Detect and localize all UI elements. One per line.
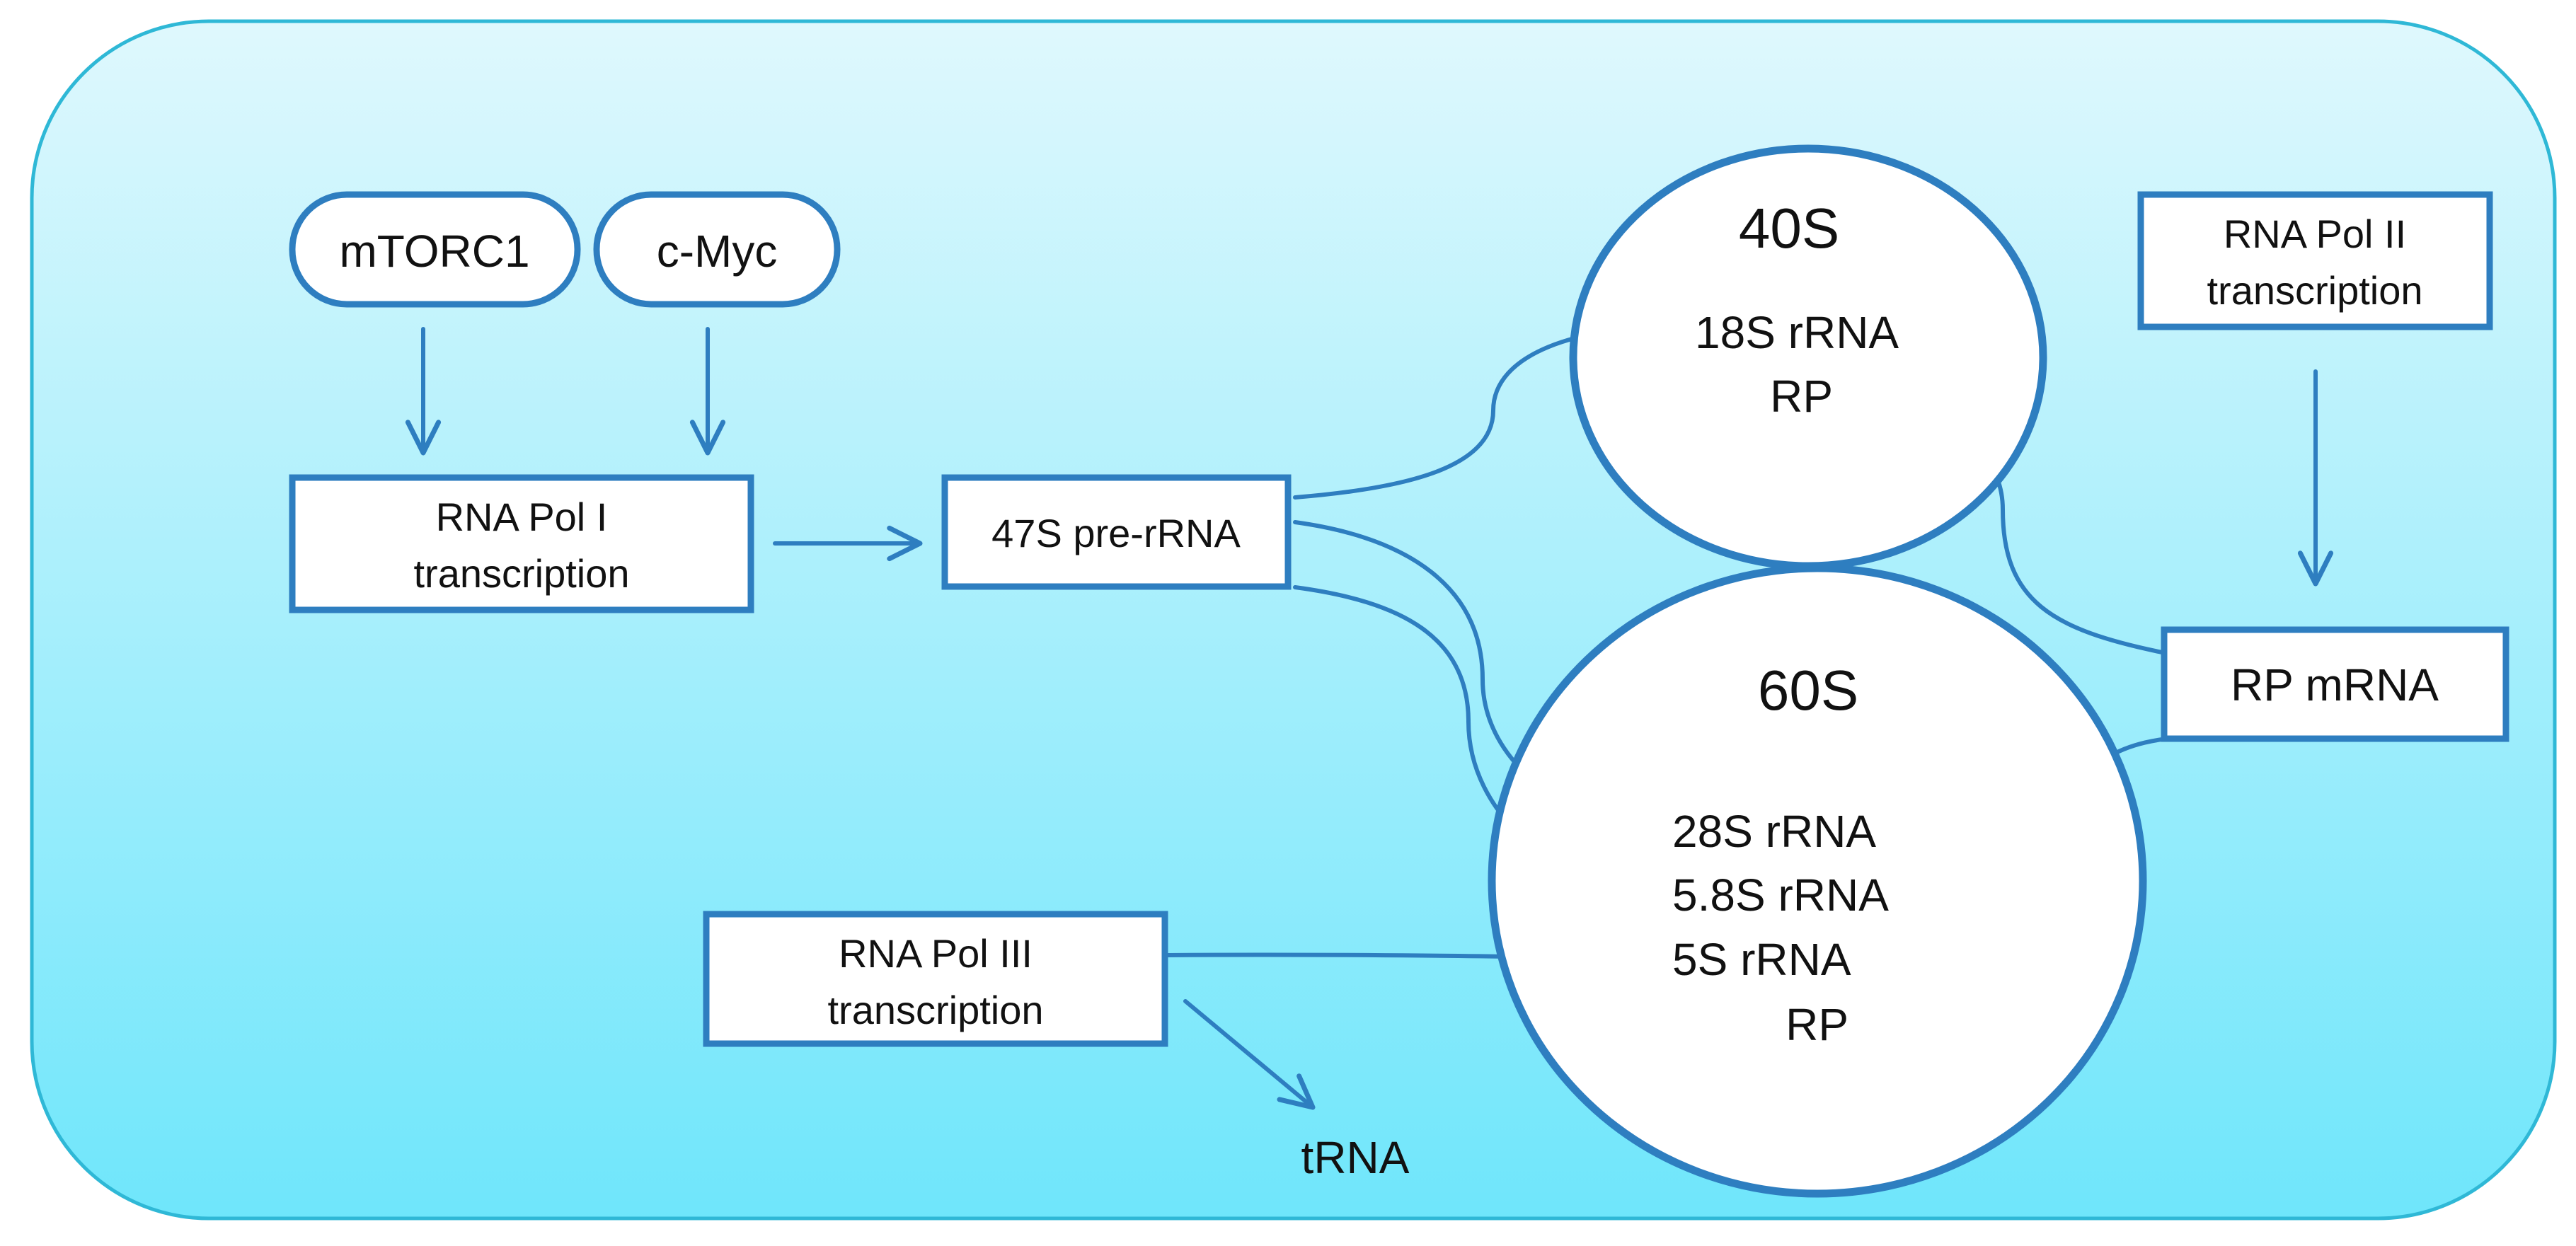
mtorc1-pill	[289, 191, 581, 308]
subunit-60s: 60S 28S rRNA 5.8S rRNA 5S rRNA RP	[1488, 564, 2147, 1198]
subunit-60s-item-5s-rrna: 5S rRNA	[1672, 934, 1851, 985]
node-rna-pol-iii: RNA Pol III transcription	[703, 911, 1168, 1047]
node-mtorc1: mTORC1	[289, 191, 581, 308]
rna-pol-iii-box	[703, 911, 1168, 1047]
c-myc-pill	[593, 191, 841, 308]
subunit-60s-item-28s-rrna: 28S rRNA	[1672, 806, 1876, 857]
subunit-60s-title: 60S	[1758, 659, 1858, 722]
subunit-40s-title: 40S	[1739, 197, 1839, 260]
rp-mrna-box	[2161, 626, 2509, 742]
47s-pre-rrna-box	[941, 474, 1292, 590]
node-c-myc: c-Myc	[593, 191, 841, 308]
node-47s-pre-rrna: 47S pre-rRNA	[941, 474, 1292, 590]
rna-pol-i-label-line2: transcription	[413, 551, 629, 596]
node-rp-mrna: RP mRNA	[2161, 626, 2509, 742]
subunit-60s-circle	[1488, 564, 2147, 1198]
node-rna-pol-i: RNA Pol I transcription	[289, 474, 754, 613]
node-rna-pol-ii: RNA Pol II transcription	[2137, 191, 2493, 330]
rna-pol-iii-label-line1: RNA Pol III	[839, 931, 1033, 976]
47s-pre-rrna-label: 47S pre-rRNA	[991, 511, 1241, 555]
subunit-40s: 40S 18S rRNA RP	[1569, 144, 2047, 570]
subunit-40s-item-18s-rrna: 18S rRNA	[1695, 307, 1899, 358]
rna-pol-ii-box	[2137, 191, 2493, 330]
c-myc-label: c-Myc	[657, 226, 778, 277]
arrow-pol3-to-trna	[1183, 999, 1316, 1110]
subunit-60s-item-rp: RP	[1786, 999, 1848, 1050]
rna-pol-ii-label-line1: RNA Pol II	[2224, 212, 2406, 256]
rna-pol-iii-label-line2: transcription	[827, 988, 1043, 1032]
rna-pol-ii-label-line2: transcription	[2207, 268, 2422, 313]
subunit-40s-item-rp: RP	[1770, 371, 1833, 422]
rna-pol-i-label-line1: RNA Pol I	[436, 495, 608, 539]
trna-label: tRNA	[1301, 1132, 1410, 1183]
rp-mrna-label: RP mRNA	[2231, 659, 2439, 710]
rna-pol-i-box	[289, 474, 754, 613]
subunit-60s-item-5-8s-rrna: 5.8S rRNA	[1672, 870, 1889, 921]
mtorc1-label: mTORC1	[339, 226, 529, 277]
